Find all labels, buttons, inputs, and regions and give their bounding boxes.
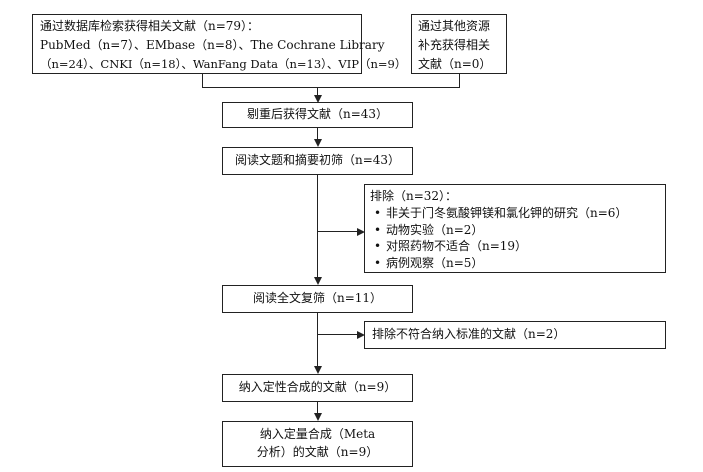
connector-other-down [459,74,461,87]
fulltext-label: 阅读全文复筛（n=11） [252,291,383,305]
connector-exclude2 [318,334,358,336]
screening-label: 阅读文题和摘要初筛（n=43） [234,153,401,167]
connector-qualitative-quantitative [317,402,319,414]
dedup-label: 剔重后获得文献（n=43） [246,107,389,121]
exclusion1-item: 对照药物不适合（n=19） [374,238,627,255]
connector-screen-fulltext [317,175,319,278]
other-sources-box [411,14,507,74]
quantitative-line1: 纳入定量合成（Meta [259,427,376,441]
connector-dedup-screen [317,128,319,140]
connector-merge-down [317,87,319,96]
quantitative-line2: 分析）的文献（n=9） [256,445,379,459]
arrow-to-screen [313,139,322,147]
database-sources-line1: 通过数据库检索获得相关文献（n=79）： [40,19,260,33]
exclusion1-item: 非关于门冬氨酸钾镁和氯化钾的研究（n=6） [374,205,627,222]
other-sources-line3: 文献（n=0） [418,57,492,71]
database-sources-box [32,14,362,74]
other-sources-line2: 补充获得相关 [418,38,491,52]
connector-merge-horizontal [202,87,460,89]
qualitative-box [222,374,413,402]
database-sources-line3: （n=24）、CNKI（n=18）、WanFang Data（n=13）、VIP… [40,57,407,71]
connector-fulltext-qualitative [317,313,319,367]
qualitative-label: 纳入定性合成的文献（n=9） [238,380,397,394]
arrow-to-fulltext [313,277,322,285]
exclusion-box-2 [364,321,666,349]
other-sources-line1: 通过其他资源 [418,19,491,33]
connector-exclude1 [318,231,358,233]
fulltext-box [222,285,413,313]
quantitative-box [222,421,413,467]
arrow-to-qualitative [313,366,322,374]
database-sources-line2: PubMed（n=7）、EMbase（n=8）、The Cochrane Lib… [40,38,385,52]
arrow-to-exclude1 [357,227,365,236]
arrow-to-exclude2 [357,330,365,339]
arrow-to-quantitative [313,413,322,421]
exclusion1-list: 非关于门冬氨酸钾镁和氯化钾的研究（n=6） 动物实验（n=2） 对照药物不适合（… [374,205,627,271]
exclusion2-label: 排除不符合纳入标准的文献（n=2） [372,327,566,341]
exclusion1-title: 排除（n=32）： [370,189,458,203]
arrow-to-dedup [313,95,322,103]
exclusion1-item: 动物实验（n=2） [374,222,627,239]
connector-db-down [202,74,204,87]
dedup-box [222,102,413,128]
screening-box [222,147,413,175]
exclusion1-item: 病例观察（n=5） [374,255,627,272]
